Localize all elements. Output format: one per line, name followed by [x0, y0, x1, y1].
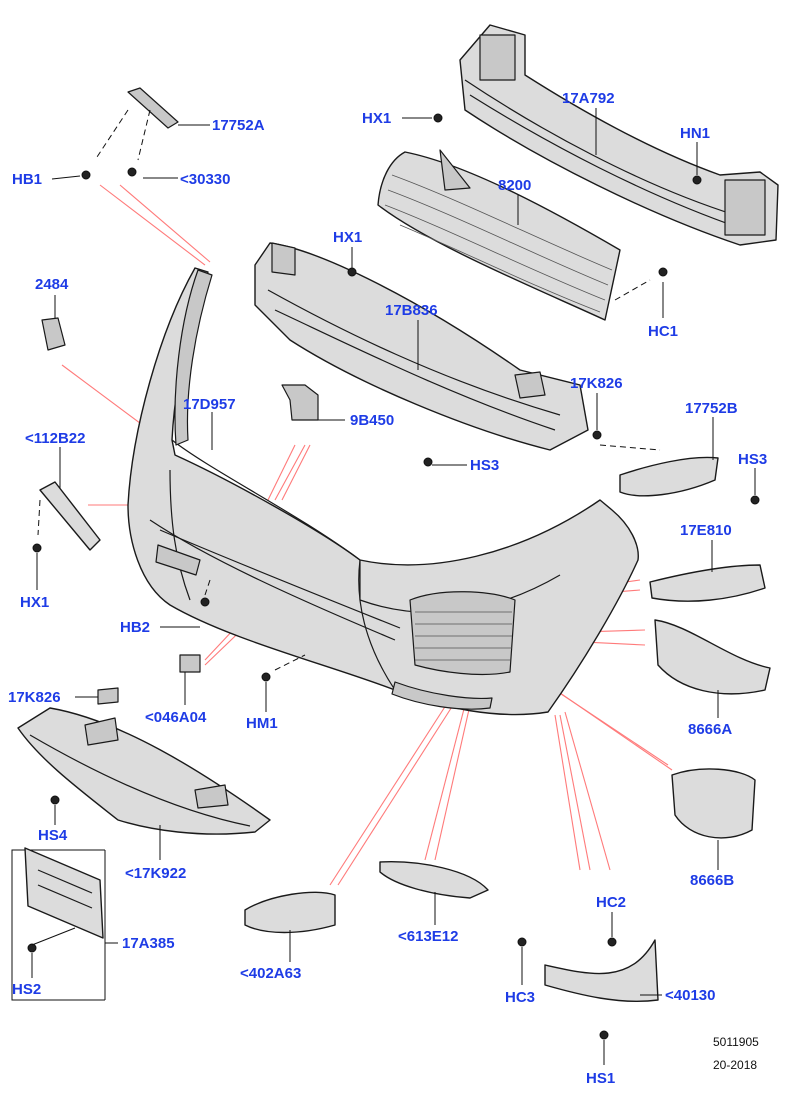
label-hs2: HS2	[12, 981, 41, 998]
bracket-9b450[interactable]	[281, 384, 319, 421]
label-hn1: HN1	[680, 125, 710, 142]
label-hs3-left: HS3	[470, 457, 499, 474]
grille-carrier[interactable]	[254, 242, 589, 451]
label-hc2: HC2	[596, 894, 626, 911]
label-046a04: <046A04	[145, 709, 207, 726]
label-40130: <40130	[665, 987, 715, 1004]
label-9b450: 9B450	[350, 412, 394, 429]
label-17k922: <17K922	[125, 865, 186, 882]
bumper-cover[interactable]	[127, 267, 639, 716]
label-8200: 8200	[498, 177, 531, 194]
part-labels: 17752A HB1 <30330 HX1 17A792 HN1 8200 HX…	[8, 90, 767, 1087]
reference-number: 5011905	[713, 1035, 759, 1049]
label-17d957: 17D957	[183, 396, 236, 413]
label-hs1: HS1	[586, 1070, 615, 1087]
label-17b836: 17B836	[385, 302, 438, 319]
label-402a63: <402A63	[240, 965, 301, 982]
plate-bracket[interactable]	[24, 847, 104, 939]
label-30330: <30330	[180, 171, 230, 188]
leader-lines	[31, 108, 756, 1065]
label-2484: 2484	[35, 276, 69, 293]
fog-bezel-8666a[interactable]	[654, 619, 771, 695]
label-hc3: HC3	[505, 989, 535, 1006]
date-code: 20-2018	[713, 1058, 757, 1072]
label-hx1-top: HX1	[362, 110, 391, 127]
label-17e810: 17E810	[680, 522, 732, 539]
upper-grille[interactable]	[377, 149, 621, 321]
label-112b22: <112B22	[25, 430, 85, 447]
label-17a385: 17A385	[122, 935, 175, 952]
label-8666b: 8666B	[690, 872, 734, 889]
vent-613e12[interactable]	[379, 861, 489, 899]
reinforcement-beam[interactable]	[459, 24, 779, 246]
label-17k826-top: 17K826	[570, 375, 623, 392]
label-hs3-right: HS3	[738, 451, 767, 468]
label-hm1: HM1	[246, 715, 278, 732]
strip-17752a[interactable]	[127, 87, 179, 129]
label-hs4: HS4	[38, 827, 68, 844]
label-17752b: 17752B	[685, 400, 738, 417]
undertray[interactable]	[17, 707, 271, 835]
fog-lamp-17e810[interactable]	[649, 564, 766, 602]
side-bracket-112b22[interactable]	[39, 481, 101, 551]
label-hb1: HB1	[12, 171, 42, 188]
label-17752a: 17752A	[212, 117, 265, 134]
fasteners	[27, 113, 760, 1040]
tow-eye-cover-402a63[interactable]	[244, 891, 336, 934]
clip-17k826-low[interactable]	[97, 687, 119, 705]
clip-046a04[interactable]	[179, 654, 201, 673]
bracket-2484[interactable]	[41, 317, 66, 351]
label-8666a: 8666A	[688, 721, 732, 738]
label-hc1: HC1	[648, 323, 678, 340]
label-17a792: 17A792	[562, 90, 615, 107]
plate-bracket-group	[11, 847, 106, 1001]
label-17k826-low: 17K826	[8, 689, 61, 706]
label-hx1-low: HX1	[20, 594, 49, 611]
upper-trim-strip[interactable]	[174, 269, 213, 446]
label-hb2: HB2	[120, 619, 150, 636]
label-613e12: <613E12	[398, 928, 458, 945]
fog-bezel-8666b[interactable]	[671, 768, 756, 839]
bracket-40130[interactable]	[544, 939, 659, 1003]
assembly-lines	[37, 109, 661, 671]
label-hx1-mid: HX1	[333, 229, 362, 246]
headlamp-washer-trim-17752b[interactable]	[619, 456, 719, 497]
